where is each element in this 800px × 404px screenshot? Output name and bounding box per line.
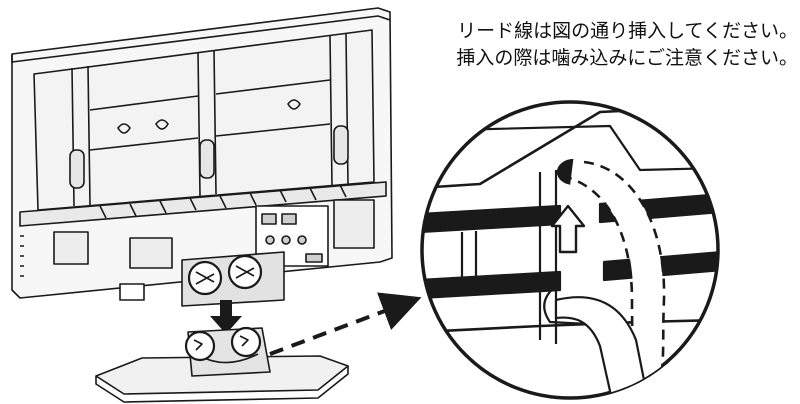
tv-handle-center xyxy=(199,139,215,179)
screw-hole-circle-right xyxy=(227,254,263,290)
stand-screw-detail-left xyxy=(193,339,203,351)
cable-detail-view xyxy=(420,100,720,400)
tv-stand xyxy=(95,326,349,403)
tv-terminal-port-3 xyxy=(305,253,323,263)
tv-left-panel xyxy=(53,231,89,265)
tv-brace-lower xyxy=(89,123,331,151)
dashed-arrow-right-icon xyxy=(269,292,422,356)
screw-hole-detail-left xyxy=(195,271,215,285)
instruction-caption: リード線は図の通り挿入してください。 挿入の際は噛み込みにご注意ください。 xyxy=(415,18,798,72)
tv-terminal-jack-3 xyxy=(297,235,307,245)
caption-line-2: 挿入の際は噛み込みにご注意ください。 xyxy=(456,47,798,69)
tv-back-cover xyxy=(33,29,375,211)
tv-handle-left xyxy=(69,149,85,189)
tv-rear-view xyxy=(11,7,393,307)
tv-terminal-port-2 xyxy=(281,213,297,225)
tv-handle-right xyxy=(333,125,349,165)
tv-hook-right xyxy=(287,99,301,110)
detail-housing-notch xyxy=(543,285,589,326)
tv-lower-band xyxy=(19,181,387,227)
tv-label-plate xyxy=(119,283,145,301)
tv-hook-mid xyxy=(155,119,169,130)
arrow-up-icon xyxy=(550,204,586,254)
detail-frame-bar-lower xyxy=(422,270,562,300)
tv-band-vents xyxy=(99,184,347,219)
detail-lead-wire-fill xyxy=(554,296,650,398)
stand-screw-detail-right xyxy=(239,335,249,347)
stand-base-edge xyxy=(95,366,349,403)
detail-slot-left xyxy=(460,231,478,278)
caption-line-1: リード線は図の通り挿入してください。 xyxy=(457,20,798,42)
detail-lead-wire-path xyxy=(569,155,664,398)
tv-side-buttons xyxy=(20,235,24,277)
tv-mid-panel xyxy=(129,237,173,269)
tv-terminal-jack-1 xyxy=(265,235,275,245)
screw-hole-detail-right xyxy=(235,265,255,279)
screw-hole-circle-left xyxy=(187,260,223,296)
tv-side-connector-box xyxy=(333,199,375,249)
tv-terminal-port-1 xyxy=(261,213,277,225)
tv-top-edge xyxy=(11,15,391,63)
detail-housing-lip xyxy=(451,124,718,172)
tv-hook-left xyxy=(117,123,131,134)
tv-terminal-jack-2 xyxy=(281,235,291,245)
tv-brace-upper xyxy=(89,79,331,111)
arrow-down-icon xyxy=(210,300,242,334)
